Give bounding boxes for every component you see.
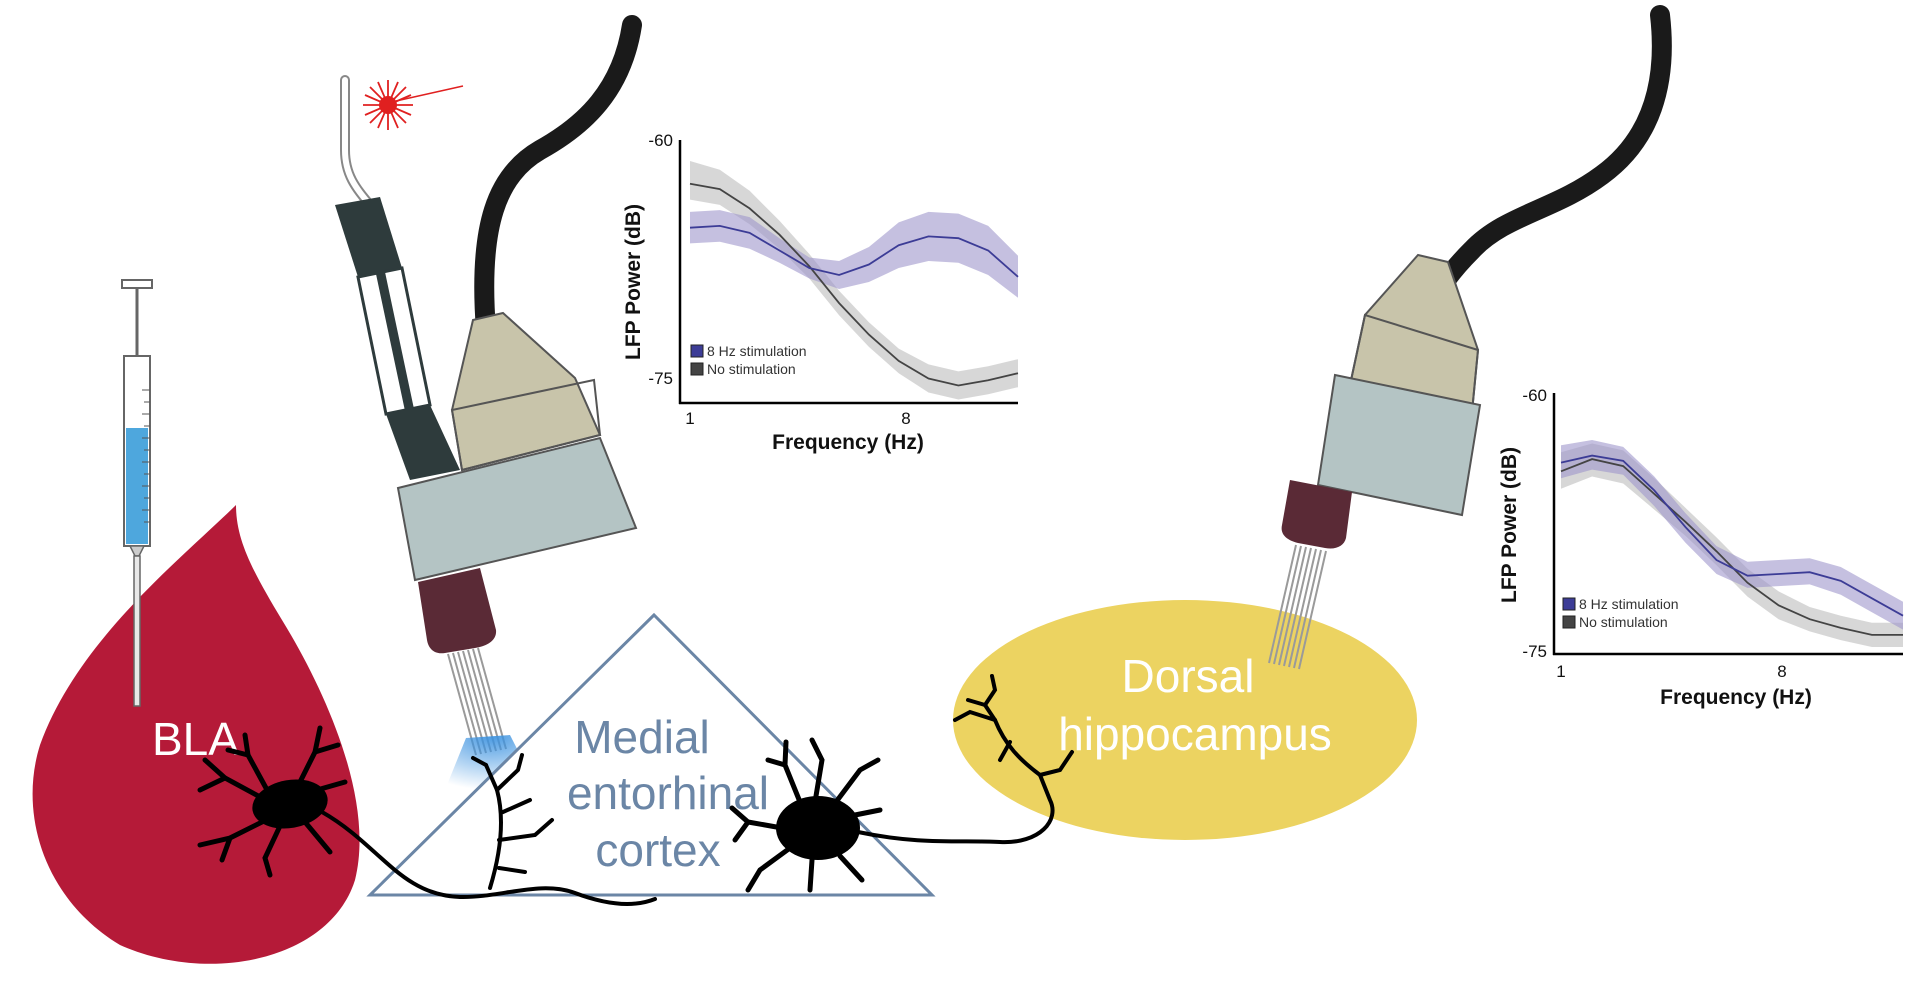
y-axis-label: LFP Power (dB) xyxy=(1498,447,1521,603)
nostim-error-band xyxy=(690,161,1018,400)
chart-marks xyxy=(1560,440,1904,647)
mec-label-line1: Medial xyxy=(574,711,710,763)
laser-icon xyxy=(363,80,464,130)
hippocampus-label-line1: Dorsal xyxy=(1122,650,1255,702)
y-tick-label: -75 xyxy=(1522,642,1547,661)
legend-swatch-nostim xyxy=(1562,615,1576,629)
stim-mean-line xyxy=(1560,454,1904,617)
y-tick-label: -60 xyxy=(1522,386,1547,405)
chart-marks xyxy=(689,161,1019,400)
x-axis-label: Frequency (Hz) xyxy=(1660,686,1812,709)
bla-region xyxy=(32,505,360,964)
legend-swatch-nostim xyxy=(690,362,704,376)
mec-neuron xyxy=(729,737,1055,893)
x-axis-label: Frequency (Hz) xyxy=(772,431,924,454)
legend-label-nostim: No stimulation xyxy=(707,361,796,377)
hippocampus-headstage xyxy=(1268,5,1672,670)
legend-label-nostim: No stimulation xyxy=(1579,614,1668,630)
legend-swatch-stim xyxy=(690,344,704,358)
hippocampus-dendrites xyxy=(953,674,1074,777)
y-tick-label: -60 xyxy=(648,131,673,150)
hippocampus-lfp-chart: -60 -75 1 8 Frequency (Hz) LFP Power (dB… xyxy=(1498,386,1904,709)
stim-mean-line xyxy=(689,224,1019,278)
optogenetic-implant xyxy=(335,75,460,480)
bla-neuron xyxy=(197,725,657,906)
x-tick-label: 8 xyxy=(901,409,910,428)
legend-swatch-stim xyxy=(1562,597,1576,611)
bla-label: BLA xyxy=(152,713,239,765)
nostim-mean-line xyxy=(689,182,1019,387)
mec-label-line3: cortex xyxy=(595,824,720,876)
electrode-array xyxy=(1268,544,1327,670)
mec-neuron-dendrites xyxy=(471,753,554,890)
legend-label-stim: 8 Hz stimulation xyxy=(707,343,807,359)
syringe-icon xyxy=(121,279,153,707)
x-tick-label: 1 xyxy=(685,409,694,428)
x-tick-label: 1 xyxy=(1556,662,1565,681)
legend-label-stim: 8 Hz stimulation xyxy=(1579,596,1679,612)
stim-error-band xyxy=(690,210,1018,298)
hippocampus-label-line2: hippocampus xyxy=(1058,708,1332,760)
x-tick-label: 8 xyxy=(1777,662,1786,681)
y-axis-label: LFP Power (dB) xyxy=(622,204,645,360)
mec-lfp-chart: -60 -75 1 8 Frequency (Hz) LFP Power (dB… xyxy=(622,131,1019,454)
y-tick-label: -75 xyxy=(648,369,673,388)
